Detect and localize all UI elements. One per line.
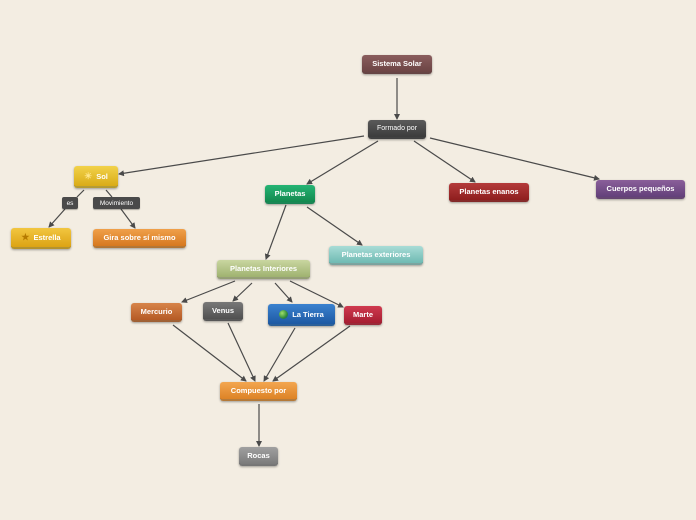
node-label: Compuesto por (230, 386, 287, 395)
edge-mercurio-compuesto (172, 324, 247, 382)
edge-interiores-mercurio (181, 280, 236, 303)
node-planetas-exteriores[interactable]: Planetas exteriores (329, 246, 423, 265)
edge-label-text: es (66, 199, 74, 207)
node-label: Planetas exteriores (341, 250, 411, 259)
node-planetas-enanos[interactable]: Planetas enanos (449, 183, 529, 202)
node-label: Sistema Solar (372, 59, 422, 68)
node-label: Planetas (274, 189, 306, 198)
sun-icon: ☀ (84, 170, 93, 181)
edge-sol-movimiento (105, 189, 113, 198)
edge-formado-cuerpos (429, 137, 600, 181)
node-sistema-solar[interactable]: Sistema Solar (362, 55, 432, 74)
node-sol[interactable]: ☀ Sol (74, 166, 118, 188)
node-label: La Tierra (292, 309, 324, 319)
edge-label-es[interactable]: es (62, 197, 78, 209)
node-planetas-interiores[interactable]: Planetas Interiores (217, 260, 310, 279)
node-gira-sobre-si-mismo[interactable]: Gira sobre sí mismo (93, 229, 186, 248)
edge-planetas-interiores (264, 204, 287, 260)
edge-marte-compuesto (272, 325, 351, 382)
edge-interiores-tierra (274, 282, 293, 303)
node-label: Mercurio (140, 307, 173, 316)
star-icon: ★ (21, 232, 30, 242)
node-label: Formado por (376, 125, 418, 132)
node-marte[interactable]: Marte (344, 306, 382, 325)
node-label: Marte (352, 310, 373, 319)
edge-interiores-venus (232, 282, 253, 302)
node-label: Cuerpos pequeños (606, 184, 675, 193)
edge-label-text: Movimiento (99, 199, 134, 207)
node-label: Sol (96, 171, 108, 181)
edge-planetas-exteriores (306, 206, 363, 246)
edge-tierra-compuesto (263, 327, 296, 382)
node-cuerpos-pequenos[interactable]: Cuerpos pequeños (596, 180, 685, 199)
edge-formado-planetas (306, 140, 379, 185)
node-label: Rocas (247, 451, 270, 460)
edge-venus-compuesto (227, 322, 256, 382)
edge-interiores-marte (289, 280, 344, 308)
node-la-tierra[interactable]: La Tierra (268, 304, 335, 326)
node-formado-por[interactable]: Formado por (368, 120, 426, 139)
node-planetas[interactable]: Planetas (265, 185, 315, 204)
node-estrella[interactable]: ★ Estrella (11, 228, 71, 249)
edge-movimiento-gira (120, 208, 136, 229)
node-compuesto-por[interactable]: Compuesto por (220, 382, 297, 401)
edge-label-movimiento[interactable]: Movimiento (93, 197, 140, 209)
edge-sol-es (76, 189, 85, 198)
node-label: Venus (211, 306, 235, 315)
node-label: Planetas Interiores (229, 264, 298, 273)
node-mercurio[interactable]: Mercurio (131, 303, 182, 322)
node-venus[interactable]: Venus (203, 302, 243, 321)
node-label: Planetas enanos (459, 187, 519, 196)
edge-es-estrella (48, 208, 66, 228)
node-label: Gira sobre sí mismo (103, 233, 176, 242)
node-label: Estrella (33, 233, 61, 242)
globe-icon (279, 309, 289, 319)
edge-formado-enanos (413, 140, 476, 183)
node-rocas[interactable]: Rocas (239, 447, 278, 466)
edge-formado-sol (118, 135, 365, 177)
